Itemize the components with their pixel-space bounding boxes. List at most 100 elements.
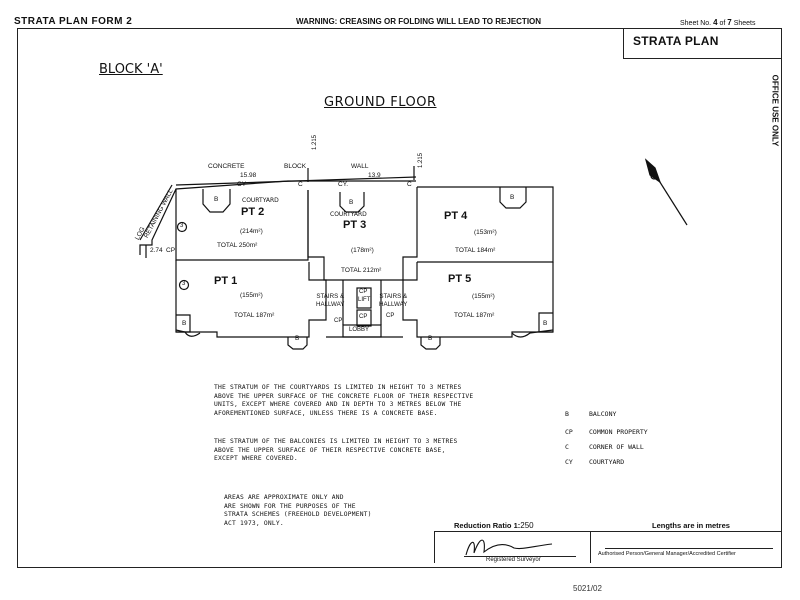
cp-bottom-left: CP — [334, 318, 343, 324]
cy-right-label: CY. — [338, 181, 348, 188]
block-wall-label: BLOCK — [284, 163, 307, 170]
lot-pt4-name: PT 4 — [444, 210, 468, 222]
circled-3-pt1: 3 — [182, 281, 186, 287]
lot-pt3-name: PT 3 — [343, 219, 367, 231]
balcony-pt2 — [202, 189, 231, 213]
sheet-number: Sheet No. 4 of 7 Sheets — [680, 18, 756, 27]
balcony-pt4 — [499, 187, 527, 209]
sheet-label: Sheet No. — [680, 20, 712, 27]
lot-pt1-area: (155m²) — [240, 292, 263, 299]
form-title: STRATA PLAN FORM 2 — [14, 16, 133, 27]
cp-lift-label: CP — [359, 289, 368, 295]
balcony-mark-pt5: B — [543, 320, 548, 327]
wall-label: WALL — [351, 163, 369, 170]
legend-desc-c: CORNER OF WALL — [589, 443, 644, 451]
balcony-mark-pt2: B — [214, 196, 219, 203]
lot-pt5-area: (155m²) — [472, 293, 495, 300]
lot-pt4-outline — [417, 186, 554, 263]
lot-pt5-outline — [402, 262, 554, 338]
retaining-wall — [139, 180, 416, 255]
lot-pt3-outline — [307, 187, 418, 281]
legend-desc-b: BALCONY — [589, 410, 617, 418]
legend-key-cp: CP — [565, 428, 573, 436]
cp-bottom-right: CP — [386, 313, 395, 319]
balcony-mark-pt1: B — [182, 320, 187, 327]
cp-left-label: CP — [166, 247, 176, 254]
floor-label: GROUND FLOOR — [324, 95, 437, 110]
warning-notice: WARNING: CREASING OR FOLDING WILL LEAD T… — [296, 17, 542, 26]
lot-pt2-total: TOTAL 250m² — [217, 242, 258, 249]
dim-15-98: 15.98 — [240, 172, 257, 179]
block-label: BLOCK 'A' — [99, 62, 163, 77]
lot-pt1-outline — [175, 260, 327, 338]
lot-pt2-courtyard: COURTYARD — [242, 197, 279, 204]
sheet-of: of — [719, 20, 726, 27]
lot-pt4-total: TOTAL 184m² — [455, 247, 496, 254]
lobby-label: LOBBY — [349, 327, 370, 333]
legend-key-c: C — [565, 443, 569, 451]
strata-plan-box — [623, 28, 782, 59]
strata-plan-title: STRATA PLAN — [633, 34, 719, 48]
balcony-pt5 — [538, 312, 553, 333]
lift-label: LIFT — [358, 297, 371, 303]
plan-frame — [17, 28, 782, 568]
c-right-label: C — [407, 181, 412, 188]
sheet-total: 7 — [727, 18, 732, 27]
dim-13-9: 13.9 — [368, 172, 381, 179]
circled-marker-pt2 — [176, 221, 188, 233]
north-arrow — [644, 158, 688, 226]
legend-desc-cy: COURTYARD — [589, 458, 625, 466]
lot-pt3-area: (178m²) — [351, 247, 374, 254]
concrete-label: CONCRETE — [208, 163, 245, 170]
balcony-pt3 — [339, 192, 365, 213]
lot-pt3-total: TOTAL 212m² — [341, 267, 382, 274]
balcony-mark-pt4: B — [510, 194, 515, 201]
legend-desc-cp: COMMON PROPERTY — [589, 428, 648, 436]
balcony-mark-pt1-bottom: B — [295, 335, 300, 342]
reduction-value: 250 — [520, 521, 534, 530]
legend-key-cy: CY — [565, 458, 573, 466]
sheet-no: 4 — [713, 18, 718, 27]
circled-3-pt2: 3 — [180, 223, 184, 229]
signature-divider — [590, 531, 591, 563]
lot-pt3-courtyard: COURTYARD — [330, 211, 367, 218]
lot-pt1-name: PT 1 — [214, 275, 238, 287]
surveyor-signature-line — [464, 556, 576, 557]
lot-pt2-name: PT 2 — [241, 206, 265, 218]
legend-key-b: B — [565, 410, 569, 418]
courtyard-stratum-note: THE STRATUM OF THE COURTYARDS IS LIMITED… — [214, 384, 474, 417]
lift-box — [356, 287, 372, 309]
cp-center-label: CP — [359, 314, 368, 320]
plan-number: 5021/02 — [573, 584, 602, 593]
reduction-ratio: Reduction Ratio 1:250 — [454, 521, 534, 530]
lengths-note: Lengths are in metres — [652, 521, 730, 530]
sheets-label: Sheets — [733, 20, 756, 27]
authorised-person-label: Authorised Person/General Manager/Accred… — [598, 551, 736, 557]
balcony-stratum-note: THE STRATUM OF THE BALCONIES IS LIMITED … — [214, 438, 458, 463]
cp-box — [356, 309, 372, 327]
surveyor-signature — [465, 539, 553, 556]
cy-left-label: CY — [237, 181, 247, 188]
dim-2-74: 2.74 — [150, 247, 163, 254]
lot-pt4-area: (153m²) — [474, 229, 497, 236]
reduction-label: Reduction Ratio 1: — [454, 521, 521, 530]
balcony-pt1-bottom — [287, 337, 308, 350]
stairs-hallway-right: STAIRS & HALLWAY — [379, 293, 408, 308]
signature-box — [434, 531, 782, 563]
dim-1215-a: 1.215 — [312, 134, 318, 150]
lot-pt1-total: TOTAL 187m² — [234, 312, 275, 319]
lot-pt5-total: TOTAL 187m² — [454, 312, 495, 319]
concrete-block-wall — [175, 176, 417, 186]
areas-note: AREAS ARE APPROXIMATE ONLY AND ARE SHOWN… — [224, 494, 372, 527]
c-left-label: C — [298, 181, 303, 188]
stairs-hallway-left: STAIRS & HALLWAY — [316, 293, 345, 308]
certifier-signature-line — [605, 548, 773, 549]
registered-surveyor-label: Registered Surveyor — [486, 557, 541, 563]
lot-pt2-area: (214m²) — [240, 228, 263, 235]
circled-marker-pt1 — [178, 279, 190, 291]
balcony-mark-pt5-bottom: B — [428, 335, 433, 342]
lot-pt5-name: PT 5 — [448, 273, 472, 285]
balcony-pt5-bottom — [420, 337, 441, 350]
dim-1215-b: 1.215 — [418, 152, 424, 168]
